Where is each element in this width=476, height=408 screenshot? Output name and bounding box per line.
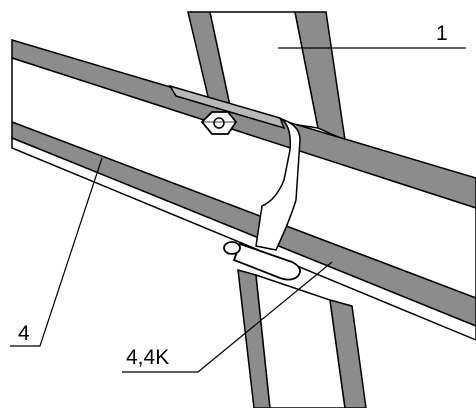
beam-bottom-flange [11, 120, 476, 327]
pin-head [223, 241, 241, 255]
leader-lines [10, 47, 466, 373]
pin-body [232, 242, 301, 281]
clamp-side-plate [255, 117, 301, 251]
leader-line-4-4k [122, 261, 333, 373]
beam [11, 38, 476, 341]
hex-nut [200, 111, 238, 135]
label-part-1: 1 [436, 22, 448, 45]
post-lower-right-strip [329, 298, 367, 408]
leader-line-4 [10, 157, 103, 347]
beam-lower-lip [11, 136, 476, 341]
vertical-post [187, 11, 367, 408]
beam-top-flange [11, 38, 476, 209]
label-part-4: 4 [18, 322, 30, 345]
beam-web [11, 56, 476, 299]
bottom-pin [223, 241, 301, 281]
clamp-top-plate [168, 84, 286, 130]
clamp [168, 84, 301, 251]
post-lower-left-strip [237, 268, 271, 408]
post-lower-front-face [255, 273, 346, 408]
label-part-4-4k: 4,4K [126, 346, 169, 369]
